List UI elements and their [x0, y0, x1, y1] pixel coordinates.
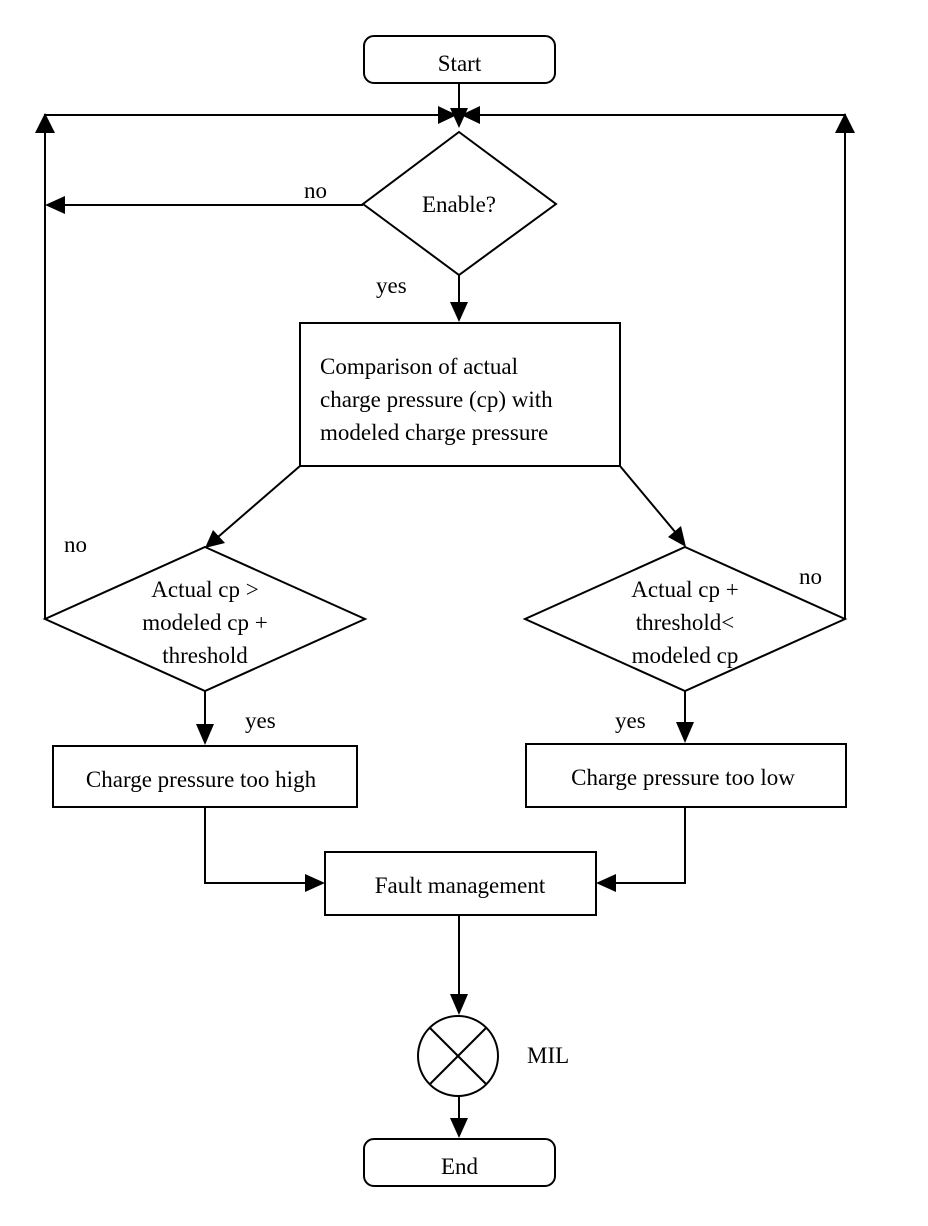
comparison-to-low-line [619, 465, 677, 534]
high-no-label: no [64, 532, 87, 557]
start-label: Start [438, 51, 482, 76]
fault-to-mil-arrowhead [450, 994, 468, 1015]
high-no-up-arrowhead [35, 113, 55, 133]
low-no-left-arrowhead [461, 106, 480, 124]
too-low-to-fault-arrowhead [596, 874, 616, 892]
comparison-to-high-line [217, 465, 301, 538]
too-high-process [52, 745, 358, 808]
too-high-to-fault-arrowhead [305, 874, 325, 892]
enable-no-label: no [304, 178, 327, 203]
too-low-process [525, 743, 847, 808]
fault-management-process [324, 851, 597, 916]
too-low-to-fault-line [615, 807, 686, 884]
low-decision-line-2: threshold< [636, 610, 735, 635]
low-decision-line-1: Actual cp + [631, 577, 739, 602]
low-yes-label: yes [615, 708, 646, 733]
too-low-label: Charge pressure too low [571, 765, 795, 790]
high-yes-arrowhead [196, 724, 214, 745]
mil-label: MIL [527, 1043, 569, 1068]
high-decision-line-1: Actual cp > [151, 577, 259, 602]
high-decision-line-2: modeled cp + [142, 610, 267, 635]
low-no-label: no [799, 564, 822, 589]
low-decision-line-3: modeled cp [632, 643, 739, 668]
comparison-label-line-1: Comparison of actual [320, 354, 518, 379]
enable-no-arrowhead [45, 196, 65, 214]
high-decision-line-3: threshold [162, 643, 248, 668]
fault-management-label: Fault management [375, 873, 546, 898]
too-high-label: Charge pressure too high [86, 767, 317, 792]
too-high-to-fault-line [204, 807, 306, 884]
mil-to-end-arrowhead [450, 1118, 468, 1138]
comparison-to-high-arrowhead [205, 530, 225, 548]
enable-entry-arrowhead [450, 108, 468, 128]
end-label: End [441, 1154, 479, 1179]
comparison-label-line-3: modeled charge pressure [320, 420, 548, 445]
comparison-process [299, 322, 621, 467]
end-terminal [363, 1138, 556, 1187]
low-no-up-arrowhead [835, 113, 855, 133]
high-yes-label: yes [245, 708, 276, 733]
enable-yes-arrowhead [450, 302, 468, 322]
comparison-to-low-arrowhead [668, 526, 686, 547]
low-yes-arrowhead [676, 722, 694, 743]
enable-yes-label: yes [376, 273, 407, 298]
comparison-label-line-2: charge pressure (cp) with [320, 387, 553, 412]
enable-label: Enable? [422, 192, 496, 217]
high-no-right-arrowhead [438, 106, 457, 124]
mil-cross-stroke-2 [429, 1027, 487, 1085]
